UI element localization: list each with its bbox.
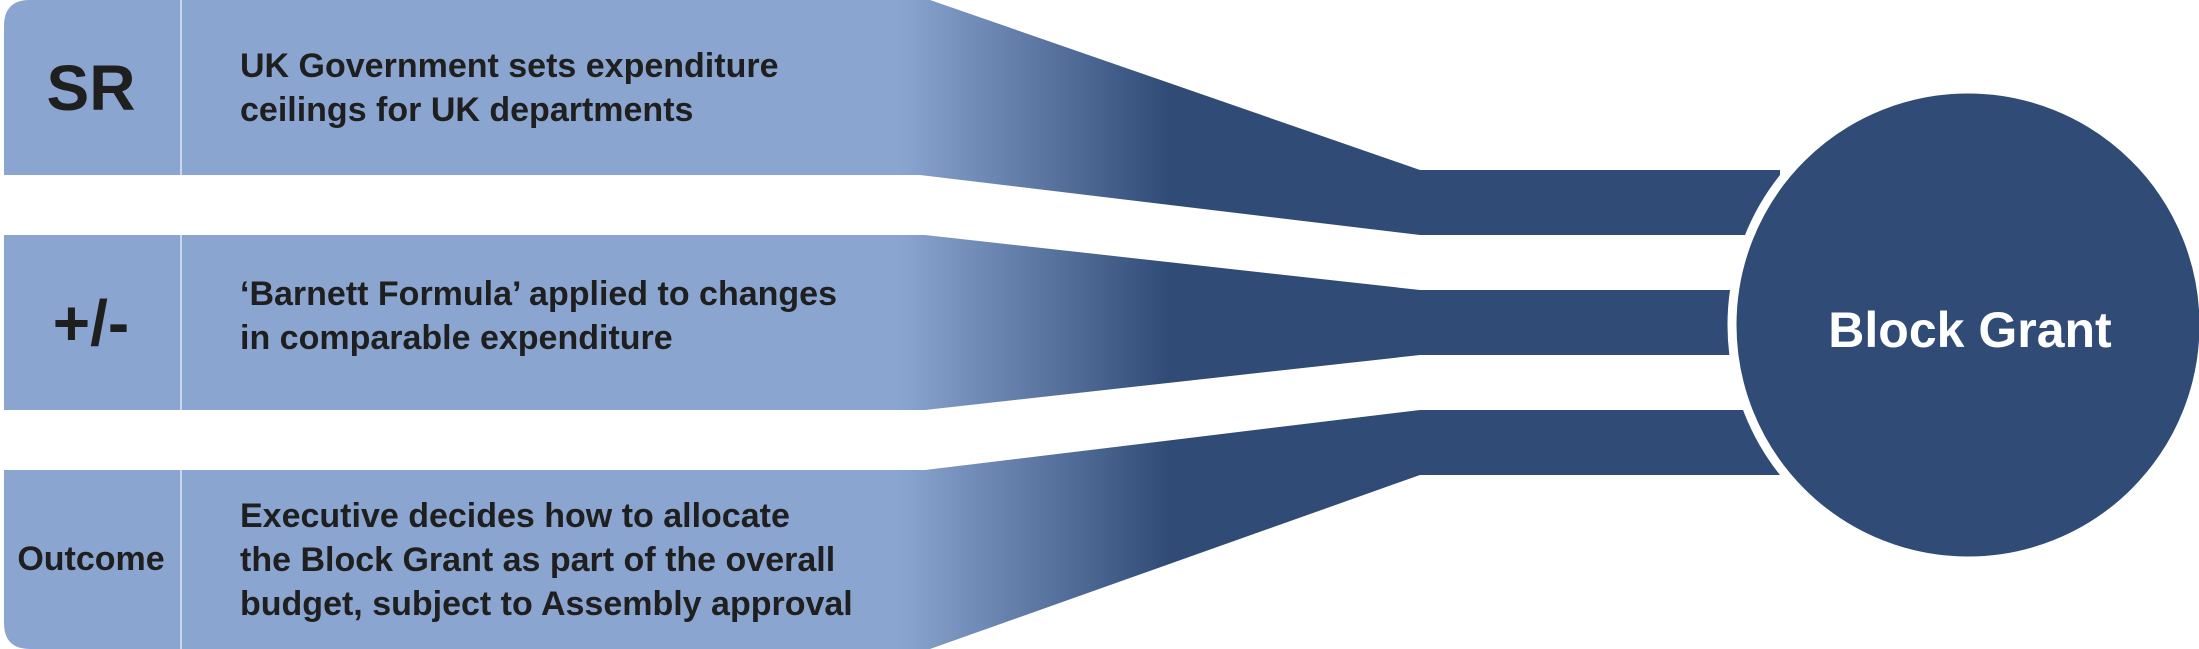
- row-description-barnett: ‘Barnett Formula’ applied to changes in …: [240, 228, 960, 403]
- row-description-line: ceilings for UK departments: [240, 90, 694, 129]
- row-code-sr: SR: [46, 51, 136, 124]
- row-code-outcome: Outcome: [17, 540, 165, 578]
- row-code-barnett: +/-: [52, 286, 130, 359]
- row-description-sr: UK Government sets expenditure ceilings …: [240, 0, 960, 175]
- row-description-outcome: Executive decides how to allocate the Bl…: [240, 470, 960, 649]
- row-description-line: ‘Barnett Formula’ applied to changes: [240, 274, 837, 313]
- row-band-barnett: [4, 235, 1780, 410]
- row-band-sr: [4, 0, 1780, 235]
- row-description-line: Executive decides how to allocate: [240, 496, 790, 535]
- block-grant-circle: [1727, 84, 2199, 566]
- row-description-line: UK Government sets expenditure: [240, 46, 779, 85]
- row-description-line: budget, subject to Assembly approval: [240, 584, 853, 623]
- row-band-outcome: [4, 410, 1780, 649]
- row-description-line: in comparable expenditure: [240, 318, 673, 357]
- block-grant-label: Block Grant: [1828, 302, 2112, 358]
- row-description-line: the Block Grant as part of the overall: [240, 540, 836, 579]
